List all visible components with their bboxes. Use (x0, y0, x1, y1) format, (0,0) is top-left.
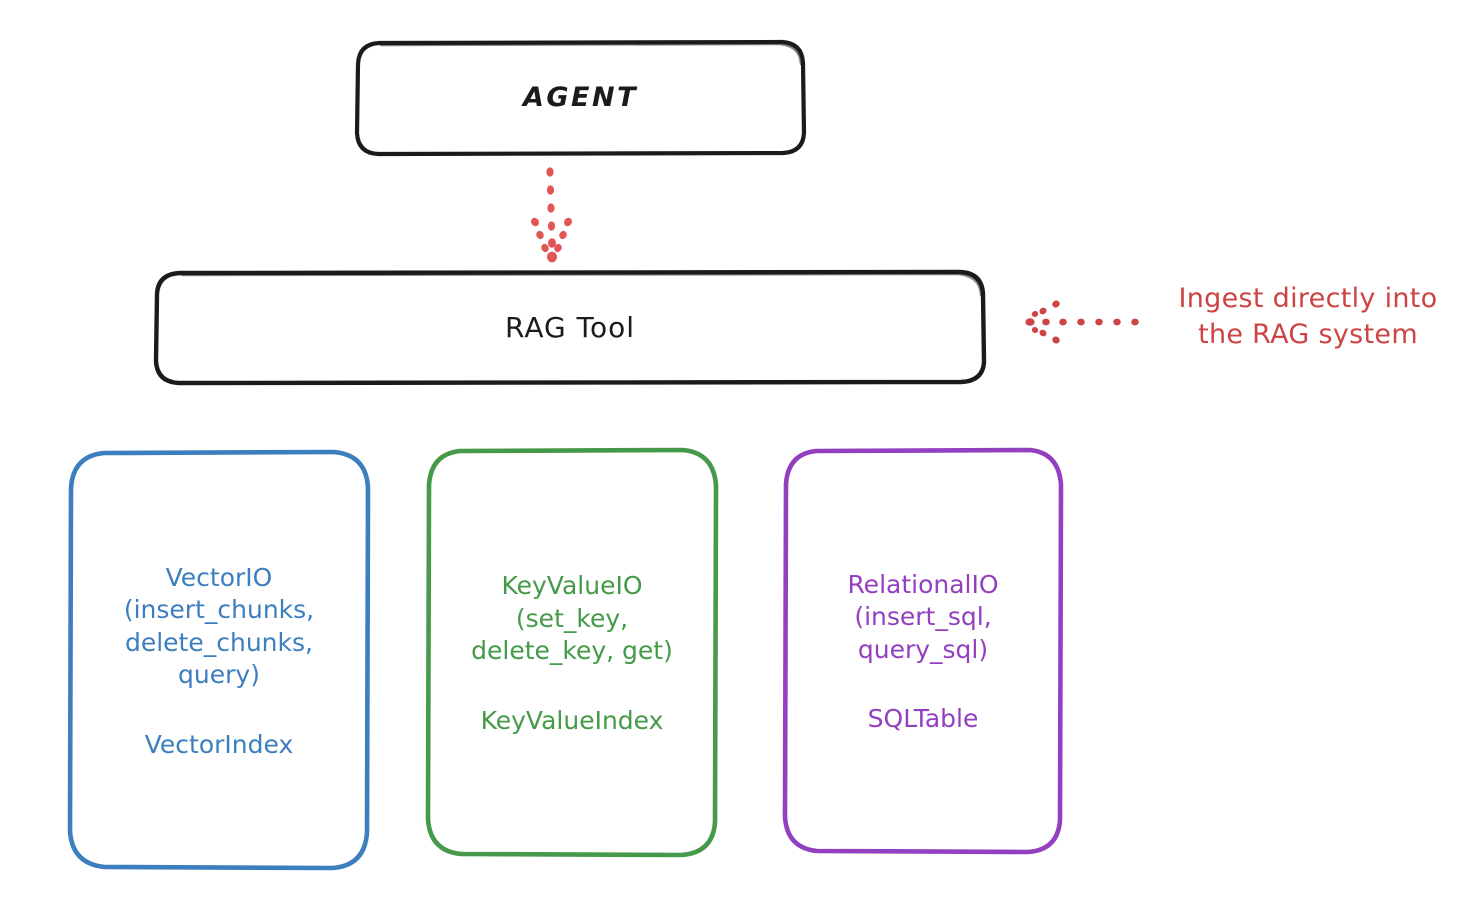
vector-io-api-label: VectorIO (insert_chunks, delete_chunks, … (123, 562, 315, 690)
relational-io-node[interactable]: RelationalIO (insert_sql, query_sql) SQL… (785, 450, 1061, 852)
key-value-io-box-outline (425, 447, 719, 858)
relational-io-box-outline (782, 447, 1064, 855)
key-value-io-api-label: KeyValueIO (set_key, delete_key, get) (471, 571, 673, 666)
relational-io-api-label: RelationalIO (insert_sql, query_sql) (847, 569, 999, 664)
key-value-io-index-label: KeyValueIndex (480, 705, 664, 735)
vector-io-index-label: VectorIndex (144, 729, 294, 759)
ingest-annotation-text: Ingest directly into the RAG system (1178, 283, 1438, 350)
vector-io-box-outline (67, 449, 371, 871)
key-value-io-node[interactable]: KeyValueIO (set_key, delete_key, get) Ke… (428, 450, 716, 855)
agent-node[interactable]: AGENT (357, 42, 804, 154)
rag-tool-node[interactable]: RAG Tool (156, 272, 984, 383)
agent-to-rag-arrow (531, 167, 572, 263)
rag-tool-box-outline (153, 269, 987, 386)
agent-label: AGENT (522, 81, 638, 113)
ingest-arrow (1025, 300, 1139, 344)
rag-tool-label: RAG Tool (505, 310, 635, 344)
vector-io-node[interactable]: VectorIO (insert_chunks, delete_chunks, … (70, 452, 368, 868)
agent-box-outline (354, 39, 807, 157)
relational-io-index-label: SQLTable (867, 704, 979, 734)
